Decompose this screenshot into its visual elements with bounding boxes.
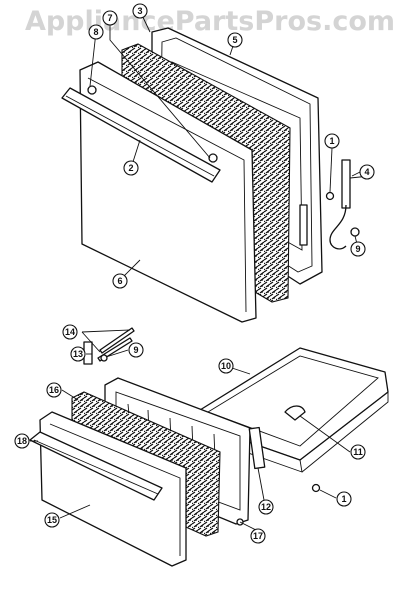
- hinge-screw: [325, 191, 335, 201]
- slide-bolt-upper: [99, 327, 135, 354]
- svg-text:5: 5: [232, 35, 237, 45]
- svg-text:18: 18: [17, 436, 27, 446]
- callout-13: 13: [70, 346, 86, 362]
- svg-text:16: 16: [49, 385, 59, 395]
- callout-4: 4: [359, 164, 375, 180]
- callout-1-lower: 1: [336, 491, 352, 507]
- svg-text:9: 9: [133, 345, 138, 355]
- svg-text:8: 8: [93, 27, 98, 37]
- svg-text:10: 10: [221, 361, 231, 371]
- callout-2: 2: [123, 160, 139, 176]
- door-handle-upper: [61, 87, 221, 183]
- watermark-text: AppliancePartsPros.com: [25, 6, 395, 37]
- svg-text:7: 7: [107, 13, 112, 23]
- svg-text:13: 13: [73, 349, 83, 359]
- callout-15: 15: [44, 512, 60, 528]
- callout-8: 8: [88, 24, 104, 40]
- drawer-bracket: [248, 426, 266, 470]
- callout-18: 18: [14, 433, 30, 449]
- callout-1-upper: 1: [324, 133, 340, 149]
- rack-screw: [311, 483, 321, 493]
- callout-17: 17: [250, 528, 266, 544]
- hinge-slot: [299, 204, 308, 246]
- svg-text:15: 15: [47, 515, 57, 525]
- upper-door-assembly: [61, 27, 371, 323]
- svg-text:3: 3: [137, 6, 142, 16]
- svg-text:4: 4: [364, 167, 369, 177]
- door-screw-right: [208, 153, 218, 163]
- hinge-nut: [350, 227, 360, 237]
- callout-9-upper: 9: [350, 241, 366, 257]
- hinge-plate: [341, 159, 351, 209]
- svg-text:14: 14: [65, 327, 75, 337]
- svg-text:11: 11: [353, 447, 363, 457]
- hinge-arm: [329, 204, 347, 250]
- svg-text:6: 6: [117, 276, 122, 286]
- callout-3: 3: [132, 3, 148, 19]
- callout-5: 5: [227, 32, 243, 48]
- drawer-handle: [29, 431, 163, 501]
- svg-text:9: 9: [355, 244, 360, 254]
- svg-text:17: 17: [253, 531, 263, 541]
- callout-9-lower: 9: [128, 342, 144, 358]
- callout-16: 16: [46, 382, 62, 398]
- slide-nut: [100, 354, 108, 362]
- callout-10: 10: [218, 358, 234, 374]
- callout-12: 12: [258, 499, 274, 515]
- callout-6: 6: [112, 273, 128, 289]
- callout-11: 11: [350, 444, 366, 460]
- svg-text:12: 12: [261, 502, 271, 512]
- door-screw-left: [87, 85, 97, 95]
- glide-clip: [284, 405, 306, 421]
- svg-text:1: 1: [329, 136, 334, 146]
- callout-7: 7: [102, 10, 118, 26]
- slide-bolt-lower: [97, 337, 133, 362]
- callout-14: 14: [62, 324, 78, 340]
- svg-text:2: 2: [128, 163, 133, 173]
- svg-text:1: 1: [341, 494, 346, 504]
- lower-drawer-assembly: [29, 327, 389, 567]
